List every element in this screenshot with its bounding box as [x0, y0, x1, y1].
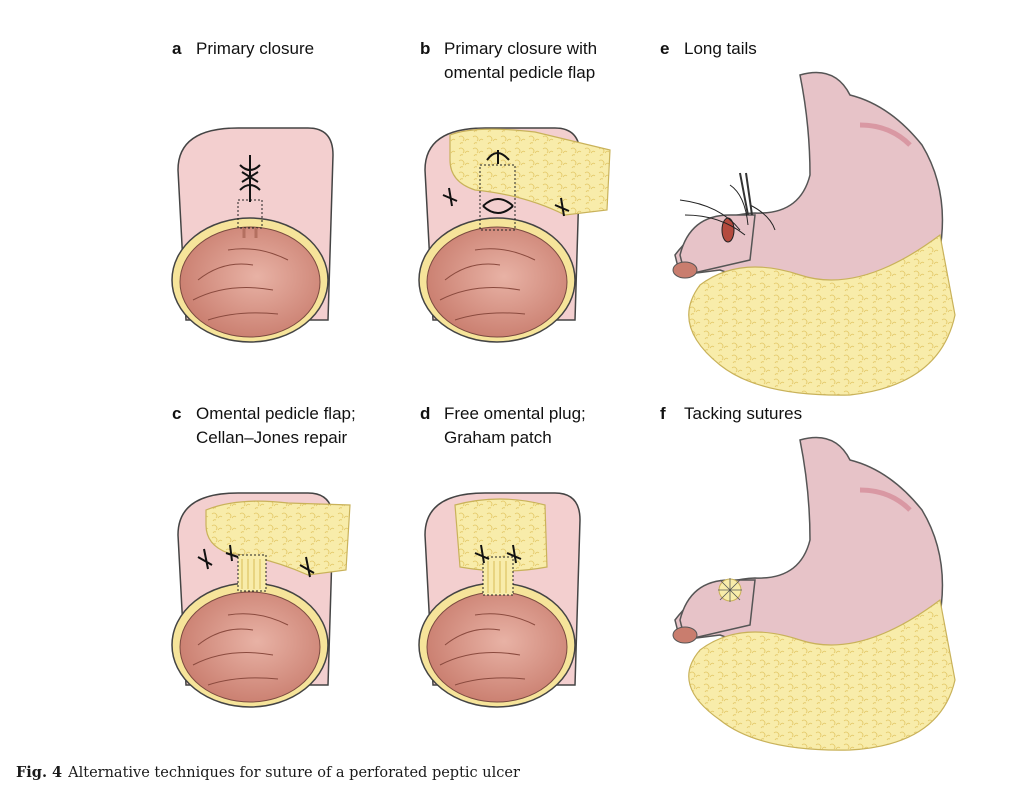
- panel-b-label: b Primary closure with omental pedicle fl…: [420, 37, 597, 85]
- panel-letter: a: [172, 39, 182, 58]
- panel-subtitle: Cellan–Jones repair: [196, 428, 348, 447]
- panel-title: Long tails: [684, 39, 757, 58]
- panel-a-label: a Primary closure: [172, 37, 314, 61]
- omentum: [688, 233, 956, 396]
- panel-letter: e: [660, 39, 670, 58]
- panel-title: Omental pedicle flap;: [196, 404, 356, 423]
- panel-subtitle: Graham patch: [444, 428, 552, 447]
- panel-b-illustration: [418, 127, 611, 343]
- caption-text: Alternative techniques for suture of a p…: [68, 765, 520, 781]
- panel-title: Primary closure: [196, 39, 315, 58]
- omental-flap: [449, 128, 611, 216]
- panel-title: Primary closure with: [444, 39, 598, 58]
- panel-title: Tacking sutures: [684, 404, 803, 423]
- panel-f-illustration: [672, 436, 956, 751]
- suture-icon: [679, 184, 776, 236]
- suture-icon: [482, 150, 514, 214]
- suture-icon: [474, 544, 522, 564]
- forceps-icon: [739, 172, 753, 216]
- panel-e-label: e Long tails: [660, 37, 757, 61]
- caption-label: Fig. 4: [16, 764, 63, 781]
- omentum: [688, 598, 956, 751]
- omental-plug: [454, 498, 548, 572]
- suture-icon: [442, 187, 570, 217]
- figure-caption: Fig. 4 Alternative techniques for suture …: [16, 764, 520, 781]
- panel-e-illustration: [672, 71, 956, 396]
- panel-c-label: c Omental pedicle flap; Cellan–Jones repa…: [172, 402, 356, 450]
- panel-subtitle: omental pedicle flap: [444, 63, 596, 82]
- panel-f-label: f Tacking sutures: [660, 402, 802, 426]
- panel-d-illustration: [418, 492, 581, 708]
- panel-d-label: d Free omental plug; Graham patch: [420, 402, 586, 450]
- panel-letter: c: [172, 404, 182, 423]
- omental-flap: [205, 500, 351, 576]
- panel-c-illustration: [171, 492, 351, 708]
- panel-letter: b: [420, 39, 431, 58]
- panel-title: Free omental plug;: [444, 404, 586, 423]
- panel-letter: d: [420, 404, 431, 423]
- panel-letter: f: [660, 404, 666, 423]
- suture-icon: [239, 155, 261, 202]
- panel-a-illustration: [171, 127, 334, 343]
- suture-icon: [197, 544, 315, 578]
